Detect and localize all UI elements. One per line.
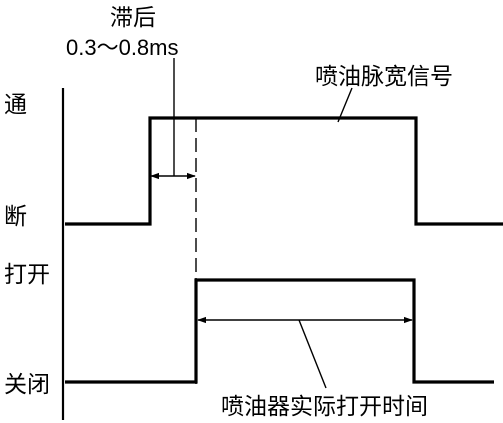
label-open: 打开 xyxy=(4,262,50,288)
delay-title: 滞后 xyxy=(110,5,156,31)
injector-open-waveform xyxy=(65,278,494,384)
delay-range: 0.3～0.8ms xyxy=(66,35,179,60)
label-close: 关闭 xyxy=(4,372,50,398)
pulse-signal-leader-line xyxy=(337,87,353,123)
pulse-signal-waveform xyxy=(65,116,503,226)
label-on: 通 xyxy=(4,92,27,118)
open-time-leader-line xyxy=(298,319,327,389)
actual-open-time-label: 喷油器实际打开时间 xyxy=(221,394,428,420)
label-off: 断 xyxy=(4,204,27,230)
pulse-signal-label: 喷油脉宽信号 xyxy=(315,64,453,90)
